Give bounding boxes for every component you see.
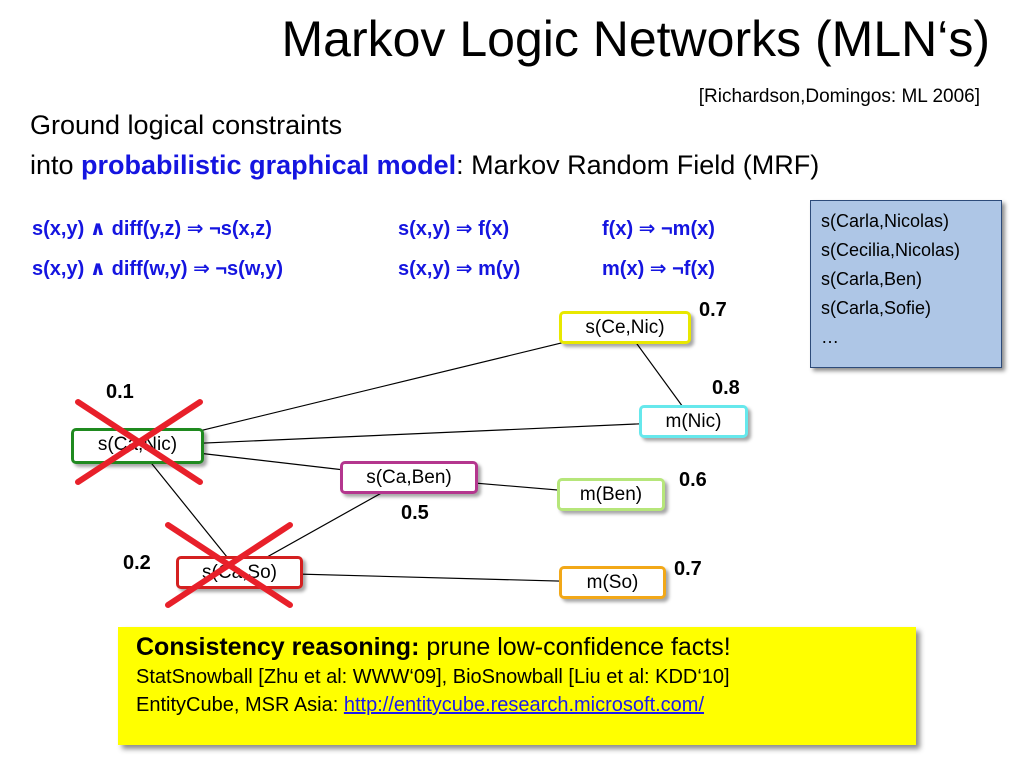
entitycube-label: EntityCube, MSR Asia: xyxy=(136,694,344,716)
weight-m-ben: 0.6 xyxy=(679,469,707,491)
strike-cross-s-ca-nic xyxy=(75,399,203,485)
node-m-ben: m(Ben) xyxy=(557,478,665,511)
weight-s-ca-nic: 0.1 xyxy=(106,381,134,403)
fact-item: s(Cecilia,Nicolas) xyxy=(821,240,961,260)
node-label: m(Nic) xyxy=(665,411,722,432)
subtitle-prefix: into xyxy=(30,150,82,180)
node-label: m(Ben) xyxy=(579,484,643,505)
weight-m-so: 0.7 xyxy=(674,558,702,580)
weight-s-ca-so: 0.2 xyxy=(123,552,151,574)
node-s-ca-ben: s(Ca,Ben) xyxy=(340,461,478,494)
entitycube-link[interactable]: http://entitycube.research.microsoft.com… xyxy=(343,694,705,716)
highlight-references: StatSnowball [Zhu et al: WWW‘09], BioSno… xyxy=(136,666,730,688)
slide-title: Markov Logic Networks (MLN‘s) xyxy=(281,11,990,67)
subtitle-line-1: Ground logical constraints xyxy=(30,110,343,140)
node-m-nic: m(Nic) xyxy=(639,405,748,438)
node-label: s(Ce,Nic) xyxy=(585,317,665,338)
subtitle-emphasis: probabilistic graphical model xyxy=(81,150,457,180)
node-m-so: m(So) xyxy=(559,566,666,599)
edge-s_ca_nic-s_ce_nic xyxy=(137,326,626,447)
rule-1-3: f(x) ⇒ ¬m(x) xyxy=(602,218,715,240)
strike-cross-s-ca-so xyxy=(165,522,293,608)
highlight-heading-bold: Consistency reasoning: xyxy=(136,633,420,661)
node-label: s(Ca,Ben) xyxy=(366,467,452,488)
fact-item: … xyxy=(821,327,839,347)
subtitle-suffix: : Markov Random Field (MRF) xyxy=(456,150,820,180)
weight-s-ca-ben: 0.5 xyxy=(401,502,429,524)
highlight-heading: Consistency reasoning: prune low-confide… xyxy=(136,631,916,663)
fact-item: s(Carla,Nicolas) xyxy=(821,211,950,231)
edge-s_ca_nic-m_nic xyxy=(137,420,694,447)
facts-box: s(Carla,Nicolas) s(Cecilia,Nicolas) s(Ca… xyxy=(810,200,1002,368)
subtitle-line-2: into probabilistic graphical model: Mark… xyxy=(30,148,819,182)
citation: [Richardson,Domingos: ML 2006] xyxy=(698,86,980,107)
rule-1-2: s(x,y) ⇒ f(x) xyxy=(398,218,510,240)
rule-2-3: m(x) ⇒ ¬f(x) xyxy=(602,258,715,280)
fact-item: s(Carla,Ben) xyxy=(821,269,923,289)
rule-2-2: s(x,y) ⇒ m(y) xyxy=(398,258,521,280)
highlight-entitycube: EntityCube, MSR Asia: http://entitycube.… xyxy=(136,691,916,719)
weight-m-nic: 0.8 xyxy=(712,377,740,399)
highlight-heading-rest: prune low-confidence facts! xyxy=(419,633,731,661)
edge-s_ca_nic-s_ca_so xyxy=(137,445,240,573)
consistency-reasoning-box: Consistency reasoning: prune low-confide… xyxy=(118,627,916,745)
node-label: m(So) xyxy=(586,572,639,593)
weight-s-ce-nic: 0.7 xyxy=(699,299,727,321)
rule-1-1: s(x,y) ∧ diff(y,z) ⇒ ¬s(x,z) xyxy=(32,218,272,240)
node-s-ce-nic: s(Ce,Nic) xyxy=(559,311,691,344)
rule-2-1: s(x,y) ∧ diff(w,y) ⇒ ¬s(w,y) xyxy=(32,258,283,280)
fact-item: s(Carla,Sofie) xyxy=(821,298,932,318)
